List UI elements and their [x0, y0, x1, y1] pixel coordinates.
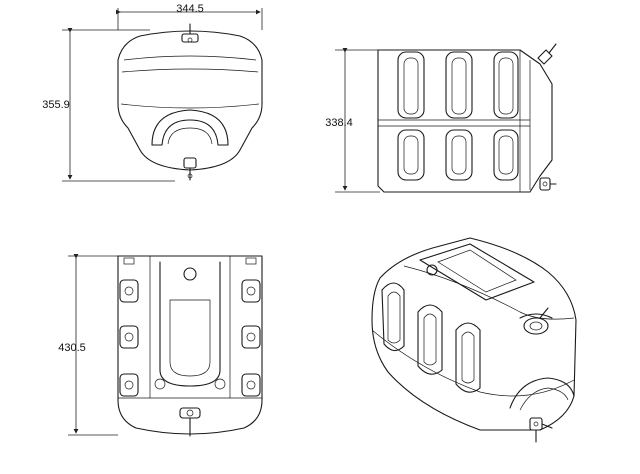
top-view-tap	[179, 407, 201, 437]
side-upper-slots	[397, 51, 519, 119]
tank-body-outline	[117, 30, 263, 171]
front-width-dimension: 344.5	[116, 3, 263, 30]
front-width-label: 344.5	[176, 3, 204, 15]
top-depth-label: 430.5	[58, 342, 86, 354]
side-lower-slots	[397, 129, 519, 181]
front-height-label: 355.9	[42, 99, 70, 111]
iso-tap	[529, 417, 553, 443]
isometric-view	[371, 237, 577, 443]
side-height-dimension: 338.4	[325, 48, 380, 193]
top-view: 430.5	[58, 254, 263, 437]
iso-ribs	[381, 282, 481, 393]
side-body-outline	[377, 49, 553, 193]
iso-cap	[519, 307, 553, 335]
side-cap	[537, 43, 557, 65]
top-body-outline	[117, 255, 263, 435]
top-cap	[181, 23, 199, 43]
iso-body-outline	[371, 237, 577, 431]
side-view: 338.4	[325, 43, 557, 193]
front-arch	[151, 109, 229, 146]
front-height-dimension: 355.9	[42, 28, 175, 182]
side-height-label: 338.4	[325, 117, 353, 129]
drain-tap	[183, 157, 197, 181]
front-view: 344.5 355.9	[42, 3, 263, 182]
top-depth-dimension: 430.5	[58, 254, 118, 436]
center-channel	[159, 261, 221, 387]
top-port	[183, 267, 197, 281]
side-lug-pockets	[119, 279, 261, 397]
side-tap	[539, 177, 557, 191]
